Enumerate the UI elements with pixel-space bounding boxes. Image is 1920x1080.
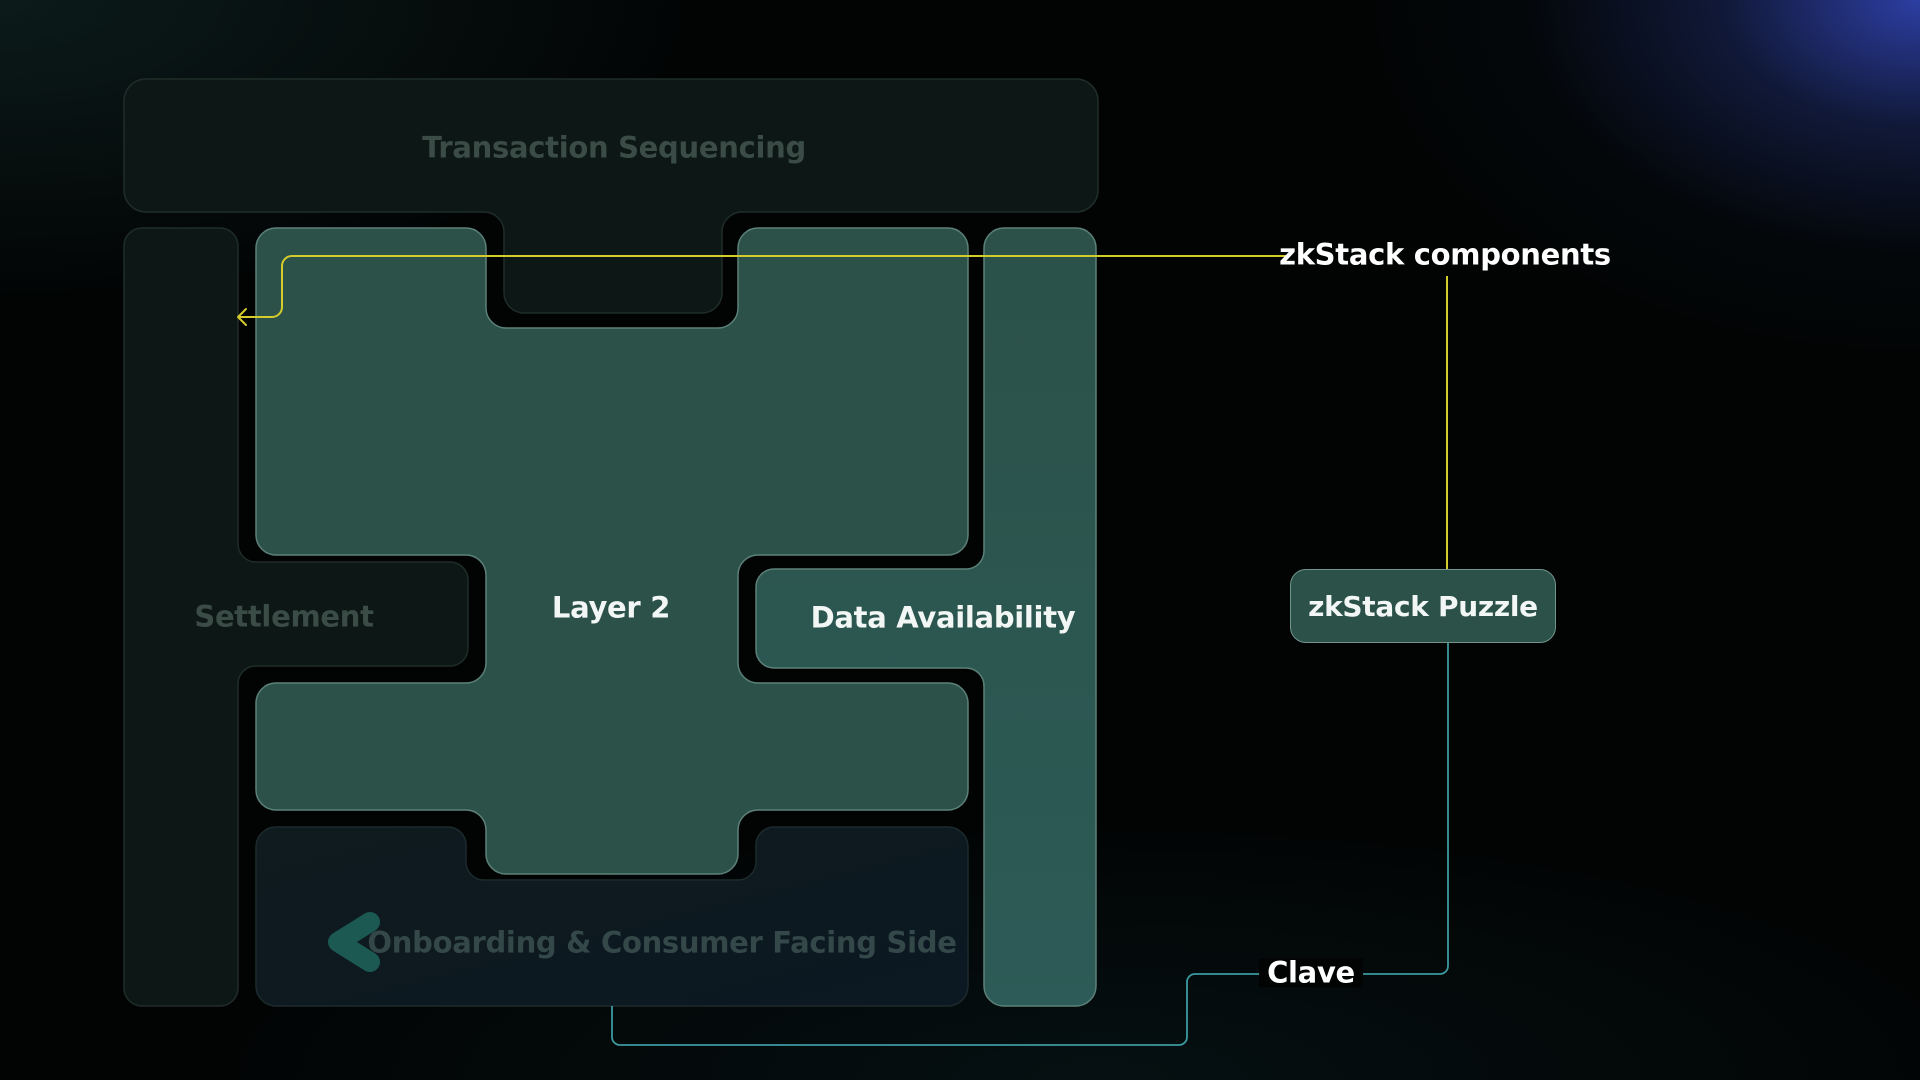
clave-to-puzzle-connector <box>1356 643 1449 975</box>
zkstack-puzzle-label: zkStack Puzzle <box>1308 589 1538 623</box>
data-availability-label: Data Availability <box>810 600 1076 635</box>
onboarding-block <box>255 826 969 1007</box>
transaction-sequencing-label: Transaction Sequencing <box>422 130 806 165</box>
settlement-block <box>123 227 469 1007</box>
arrow-left-icon <box>237 308 247 326</box>
zkstack-components-connector <box>238 255 1286 318</box>
clave-logo-icon <box>328 912 380 972</box>
layer2-block <box>255 227 969 875</box>
transaction-sequencing-block <box>123 78 1099 314</box>
clave-to-onboarding-connector <box>611 973 1266 1046</box>
onboarding-label: Onboarding & Consumer Facing Side <box>367 925 957 960</box>
zkstack-puzzle-box: zkStack Puzzle <box>1290 569 1556 643</box>
clave-label: Clave <box>1259 958 1363 988</box>
data-availability-block <box>755 227 1097 1007</box>
settlement-label: Settlement <box>194 599 374 634</box>
zkstack-components-label: zkStack components <box>1279 237 1611 272</box>
layer2-label: Layer 2 <box>551 590 671 625</box>
